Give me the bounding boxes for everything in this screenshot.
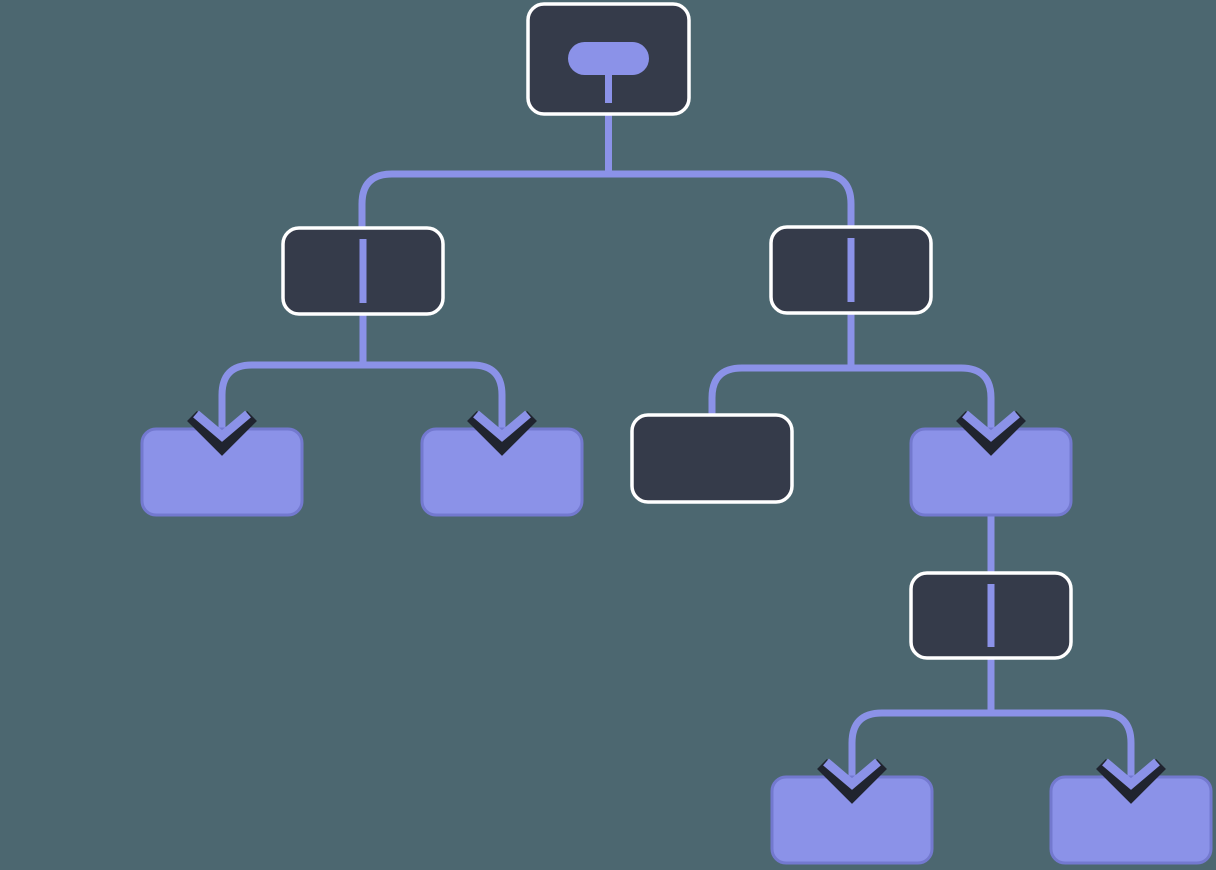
edge-bottom-bar (852, 713, 1131, 784)
split-node-left-group (283, 228, 443, 314)
root-trigger-node-group (528, 4, 689, 114)
dark-leaf-node-group (632, 415, 792, 502)
edge-left-bar (222, 365, 502, 437)
flow-nodes (142, 4, 1211, 863)
dark-leaf-node[interactable] (632, 415, 792, 502)
split-node-right-group (771, 227, 931, 313)
split-node-lower-group (911, 573, 1071, 658)
trigger-pill-icon (568, 42, 649, 75)
edge-top-bar (362, 174, 851, 229)
